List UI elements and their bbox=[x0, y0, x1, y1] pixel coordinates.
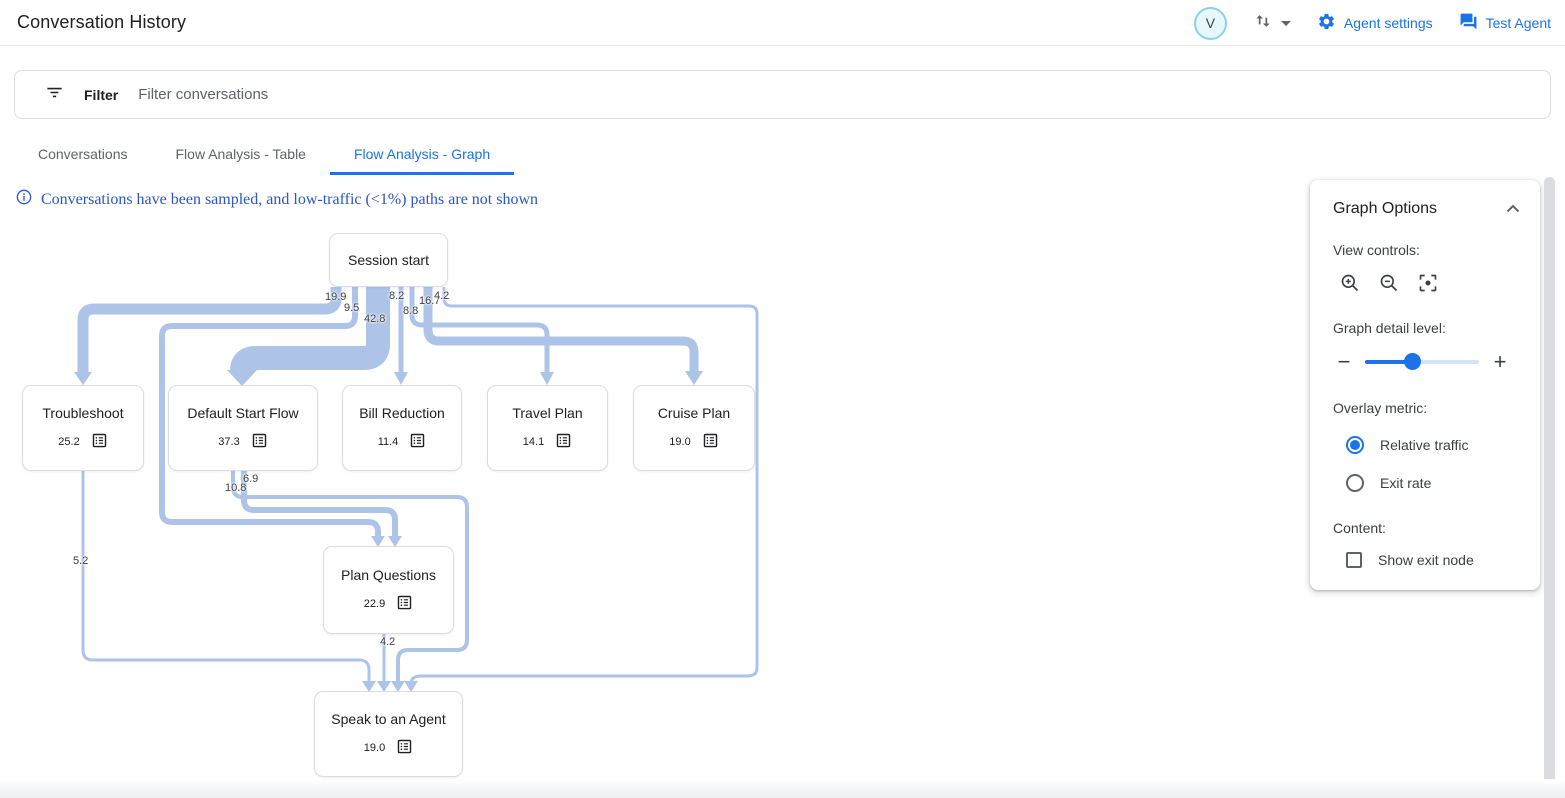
filter-icon bbox=[45, 83, 64, 107]
node-session-start[interactable]: Session start bbox=[329, 233, 448, 287]
sort-control[interactable] bbox=[1253, 11, 1291, 36]
sort-icon bbox=[1253, 11, 1273, 36]
app-header: Conversation History V Agent settings Te… bbox=[0, 0, 1565, 46]
agent-settings-label: Agent settings bbox=[1343, 15, 1433, 31]
graph-options-title: Graph Options bbox=[1333, 200, 1438, 217]
slider-fill bbox=[1365, 360, 1412, 364]
node-title: Session start bbox=[348, 252, 429, 268]
node-title: Cruise Plan bbox=[657, 404, 731, 421]
view-controls-label: View controls: bbox=[1333, 242, 1420, 258]
list-icon[interactable] bbox=[396, 738, 413, 758]
radio-relative-traffic[interactable]: Relative traffic bbox=[1346, 436, 1520, 454]
page-title: Conversation History bbox=[17, 12, 187, 32]
arrowheads bbox=[74, 370, 703, 692]
list-icon[interactable] bbox=[555, 432, 572, 452]
radio-icon[interactable] bbox=[1346, 436, 1364, 454]
chevron-up-icon[interactable] bbox=[1506, 200, 1520, 218]
node-title: Plan Questions bbox=[341, 566, 436, 583]
filter-label: Filter bbox=[84, 86, 119, 103]
list-icon[interactable] bbox=[702, 432, 719, 452]
edge-label: 4.2 bbox=[434, 290, 450, 302]
sampling-notice-text: Conversations have been sampled, and low… bbox=[41, 190, 539, 208]
filter-conversations-input[interactable] bbox=[138, 86, 1550, 103]
list-icon[interactable] bbox=[409, 432, 426, 452]
test-agent-button[interactable]: Test Agent bbox=[1459, 12, 1551, 34]
node-value: 37.3 bbox=[218, 435, 240, 448]
sampling-notice: Conversations have been sampled, and low… bbox=[16, 189, 538, 210]
node-value: 22.9 bbox=[363, 597, 386, 610]
bottom-scroll-fade bbox=[0, 779, 1565, 798]
detail-level-slider-row: − + bbox=[1333, 349, 1520, 374]
node-value: 25.2 bbox=[58, 435, 80, 448]
edge-label: 4.2 bbox=[380, 636, 396, 648]
detail-level-slider[interactable] bbox=[1365, 353, 1479, 370]
tab-bar: Conversations Flow Analysis - Table Flow… bbox=[14, 135, 515, 175]
edge-label: 9.5 bbox=[344, 302, 360, 314]
chat-icon bbox=[1459, 12, 1478, 34]
node-cruise-plan[interactable]: Cruise Plan 19.0 bbox=[633, 385, 755, 471]
edge-label: 8.8 bbox=[403, 305, 419, 317]
node-title: Bill Reduction bbox=[359, 404, 445, 421]
filter-bar[interactable]: Filter bbox=[14, 70, 1551, 119]
edge-label: 10.8 bbox=[225, 482, 247, 494]
edge-label: 19.9 bbox=[325, 291, 347, 303]
node-value: 19.0 bbox=[363, 741, 386, 754]
node-default-start-flow[interactable]: Default Start Flow 37.3 bbox=[168, 385, 318, 471]
test-agent-label: Test Agent bbox=[1485, 15, 1551, 31]
gear-icon bbox=[1317, 12, 1336, 34]
edge-label: 8.2 bbox=[389, 290, 405, 302]
zoom-out-icon[interactable] bbox=[1378, 272, 1400, 294]
radio-icon[interactable] bbox=[1346, 474, 1364, 492]
graph-options-panel: Graph Options View controls: Graph detai… bbox=[1310, 180, 1540, 590]
node-plan-questions[interactable]: Plan Questions 22.9 bbox=[323, 546, 454, 634]
node-title: Default Start Flow bbox=[187, 404, 299, 421]
zoom-in-icon[interactable] bbox=[1339, 272, 1361, 294]
checkbox-label: Show exit node bbox=[1378, 552, 1474, 568]
radio-label: Exit rate bbox=[1380, 475, 1432, 491]
list-icon[interactable] bbox=[251, 432, 268, 452]
edge-label: 5.2 bbox=[73, 555, 89, 567]
content-label: Content: bbox=[1333, 520, 1386, 536]
agent-settings-button[interactable]: Agent settings bbox=[1317, 12, 1433, 34]
avatar[interactable]: V bbox=[1193, 6, 1227, 40]
flow-edges bbox=[74, 287, 759, 692]
node-bill-reduction[interactable]: Bill Reduction 11.4 bbox=[342, 385, 462, 471]
edge-label: 6.9 bbox=[243, 473, 259, 485]
center-focus-icon[interactable] bbox=[1417, 272, 1439, 294]
edge-label: 16.7 bbox=[419, 295, 441, 307]
node-title: Speak to an Agent bbox=[331, 710, 446, 727]
chevron-down-icon bbox=[1280, 20, 1291, 26]
node-title: Travel Plan bbox=[512, 404, 583, 421]
show-exit-node-row[interactable]: Show exit node bbox=[1346, 552, 1520, 568]
slider-plus-button[interactable]: + bbox=[1493, 349, 1507, 374]
node-title: Troubleshoot bbox=[42, 404, 124, 421]
tab-conversations[interactable]: Conversations bbox=[38, 146, 128, 162]
node-value: 11.4 bbox=[377, 435, 399, 448]
tab-flow-analysis-table[interactable]: Flow Analysis - Table bbox=[175, 146, 306, 162]
radio-exit-rate[interactable]: Exit rate bbox=[1346, 474, 1520, 492]
node-value: 19.0 bbox=[669, 435, 691, 448]
list-icon[interactable] bbox=[396, 594, 413, 614]
slider-minus-button[interactable]: − bbox=[1337, 349, 1351, 374]
node-troubleshoot[interactable]: Troubleshoot 25.2 bbox=[22, 385, 144, 471]
view-controls bbox=[1339, 272, 1520, 294]
show-exit-node-checkbox[interactable] bbox=[1346, 552, 1362, 568]
tab-flow-analysis-graph[interactable]: Flow Analysis - Graph bbox=[329, 135, 515, 175]
vertical-scrollbar[interactable] bbox=[1544, 177, 1555, 798]
overlay-metric-label: Overlay metric: bbox=[1333, 400, 1428, 416]
edge-label: 42.8 bbox=[364, 313, 386, 325]
node-speak-to-an-agent[interactable]: Speak to an Agent 19.0 bbox=[314, 691, 463, 777]
slider-thumb[interactable] bbox=[1404, 353, 1421, 370]
node-travel-plan[interactable]: Travel Plan 14.1 bbox=[487, 385, 608, 471]
radio-label: Relative traffic bbox=[1380, 437, 1469, 453]
flow-graph[interactable]: 19.9 9.5 42.8 8.2 8.8 16.7 4.2 10.8 6.9 … bbox=[0, 180, 800, 798]
info-icon bbox=[16, 189, 32, 210]
list-icon[interactable] bbox=[91, 432, 108, 452]
node-value: 14.1 bbox=[522, 435, 545, 448]
graph-detail-level-label: Graph detail level: bbox=[1333, 320, 1446, 336]
header-actions: V Agent settings Test Agent bbox=[1193, 0, 1551, 46]
